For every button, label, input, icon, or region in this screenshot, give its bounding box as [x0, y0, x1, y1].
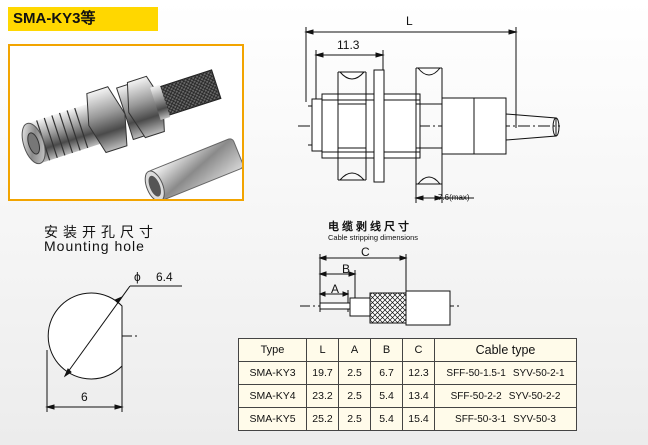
- cell-l: 23.2: [306, 384, 339, 408]
- mounting-hole-title-en: Mounting hole: [44, 238, 145, 254]
- table-row: SMA-KY5 25.2 2.5 5.4 15.4 SFF-50-3-1 SYV-…: [238, 407, 577, 431]
- cell-cable-type: SFF-50-3-1 SYV-50-3: [434, 407, 577, 431]
- cell-cable-type: SFF-50-1.5-1 SYV-50-2-1: [434, 361, 577, 385]
- dim-hole-width: 6: [81, 390, 88, 404]
- cell-type: SMA-KY3: [238, 361, 307, 385]
- cell-a: 2.5: [338, 407, 371, 431]
- cell-l: 19.7: [306, 361, 339, 385]
- cell-l: 25.2: [306, 407, 339, 431]
- cell-type: SMA-KY4: [238, 384, 307, 408]
- header-l: L: [306, 338, 339, 362]
- cable-secondary: SYV-50-3: [513, 413, 556, 425]
- dim-strip-a: A: [331, 282, 340, 296]
- cell-a: 2.5: [338, 361, 371, 385]
- dim-overall-length: L: [406, 14, 413, 28]
- table-row: SMA-KY3 19.7 2.5 6.7 12.3 SFF-50-1.5-1 SY…: [238, 361, 577, 385]
- header-a: A: [338, 338, 371, 362]
- cable-primary: SFF-50-2-2: [450, 390, 502, 402]
- cell-type: SMA-KY5: [238, 407, 307, 431]
- cable-primary: SFF-50-1.5-1: [446, 367, 506, 379]
- cell-b: 6.7: [370, 361, 403, 385]
- table-row: SMA-KY4 23.2 2.5 5.4 13.4 SFF-50-2-2 SYV-…: [238, 384, 577, 408]
- spec-table: Type L A B C Cable type SMA-KY3 19.7 2.5…: [238, 338, 577, 431]
- dim-thread-length: 11.3: [337, 38, 360, 52]
- table-header-row: Type L A B C Cable type: [238, 338, 577, 362]
- product-title: SMA-KY3等: [8, 7, 158, 31]
- cell-c: 13.4: [402, 384, 435, 408]
- cable-secondary: SYV-50-2-2: [508, 390, 561, 402]
- cable-primary: SFF-50-3-1: [455, 413, 507, 425]
- dim-hole-diameter: 6.4: [156, 270, 173, 284]
- header-type: Type: [238, 338, 307, 362]
- connector-illustration: [21, 69, 242, 199]
- header-c: C: [402, 338, 435, 362]
- header-cable-type: Cable type: [434, 338, 577, 362]
- product-photo: [8, 44, 244, 201]
- cell-a: 2.5: [338, 384, 371, 408]
- cable-secondary: SYV-50-2-1: [512, 367, 565, 379]
- cell-b: 5.4: [370, 384, 403, 408]
- dim-strip-c: C: [361, 245, 370, 259]
- dim-max-protrusion: 7.6(max): [438, 193, 470, 202]
- mounting-hole-title-zh: 安装开孔尺寸: [44, 225, 158, 241]
- cable-stripping-title-en: Cable stripping dimensions: [328, 233, 419, 242]
- cell-c: 15.4: [402, 407, 435, 431]
- dim-diameter-symbol: ϕ: [134, 270, 141, 284]
- cell-c: 12.3: [402, 361, 435, 385]
- header-b: B: [370, 338, 403, 362]
- cable-stripping-title-zh: 电缆剥线尺寸: [328, 220, 412, 233]
- cell-cable-type: SFF-50-2-2 SYV-50-2-2: [434, 384, 577, 408]
- dim-strip-b: B: [342, 262, 351, 276]
- cell-b: 5.4: [370, 407, 403, 431]
